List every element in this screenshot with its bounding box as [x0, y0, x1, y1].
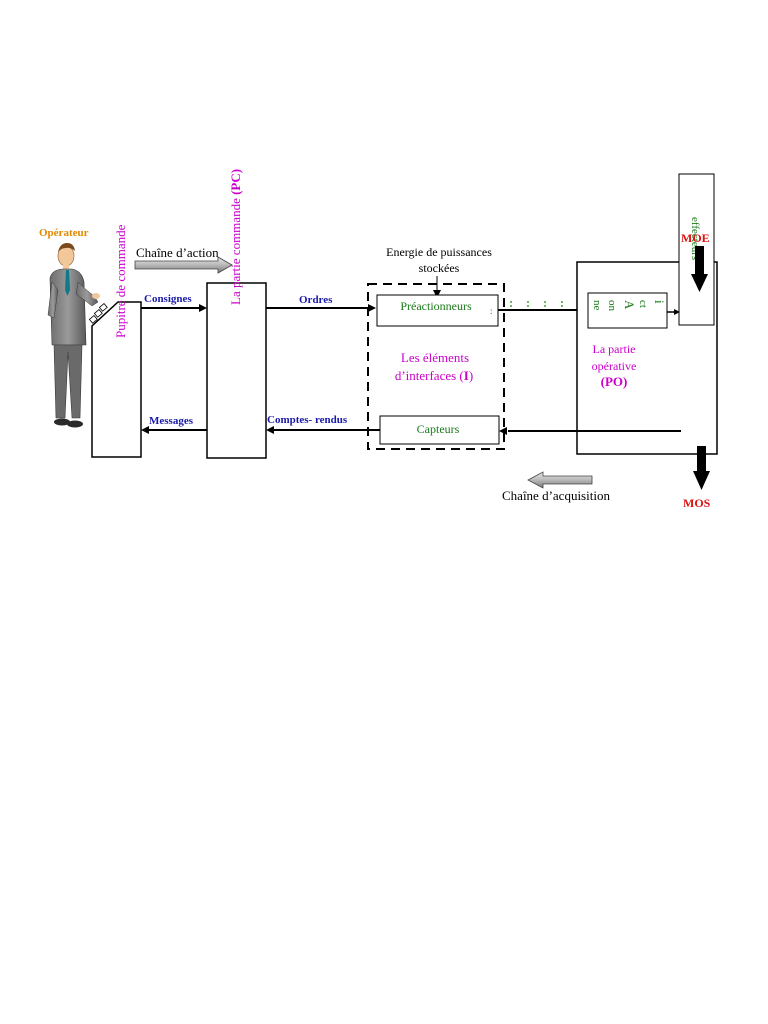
actionneurs-label: ne on A ct i [591, 300, 667, 312]
capteurs-label: Capteurs [417, 422, 460, 436]
svg-text:i: i [652, 300, 667, 304]
svg-text:A: A [622, 300, 637, 310]
interfaces-dashed-box [367, 283, 505, 450]
preactionneurs-box [376, 294, 499, 327]
operator-figure [47, 243, 100, 428]
action-chain-label: Chaîne d’action [136, 245, 219, 260]
acquisition-chain-arrow [527, 471, 593, 489]
operative-part-label-line1: La partie [593, 342, 636, 356]
action-chain-arrow [134, 256, 233, 274]
interfaces-label-line1: Les éléments [401, 350, 469, 365]
actionneurs-box [587, 292, 668, 329]
svg-text:ct: ct [637, 300, 649, 308]
acquisition-chain-label: Chaîne d’acquisition [502, 488, 610, 503]
operative-part-label-line2: opérative [592, 359, 637, 373]
energy-dots [510, 301, 563, 307]
energy-label-line2: stockées [419, 261, 460, 275]
preactionneurs-label: Préactionneurs [400, 299, 472, 313]
control-desk-shape [91, 301, 142, 458]
mos-arrow [693, 446, 710, 490]
messages-label: Messages [149, 415, 194, 427]
ordres-label: Ordres [299, 294, 333, 306]
interfaces-label-line2: d’interfaces (I) [395, 368, 473, 383]
operator-label: Opérateur [39, 227, 89, 239]
capteurs-box [379, 415, 500, 445]
svg-text:on: on [606, 300, 618, 312]
mos-label: MOS [683, 496, 711, 510]
consignes-label: Consignes [144, 293, 192, 305]
control-desk-label: Pupitre de commande [113, 224, 128, 338]
comptes-rendus-label: Comptes- rendus [267, 414, 348, 426]
control-part-label: La partie commande (PC) [228, 169, 243, 305]
svg-text::: : [490, 306, 493, 316]
moe-arrow [691, 246, 708, 292]
operative-part-tag: (PO) [601, 374, 628, 389]
svg-text:ne: ne [591, 300, 603, 311]
moe-label: MOE [681, 231, 710, 245]
control-part-box [206, 282, 267, 459]
energy-label-line1: Energie de puissances [386, 245, 492, 259]
desk-buttons [88, 302, 108, 324]
